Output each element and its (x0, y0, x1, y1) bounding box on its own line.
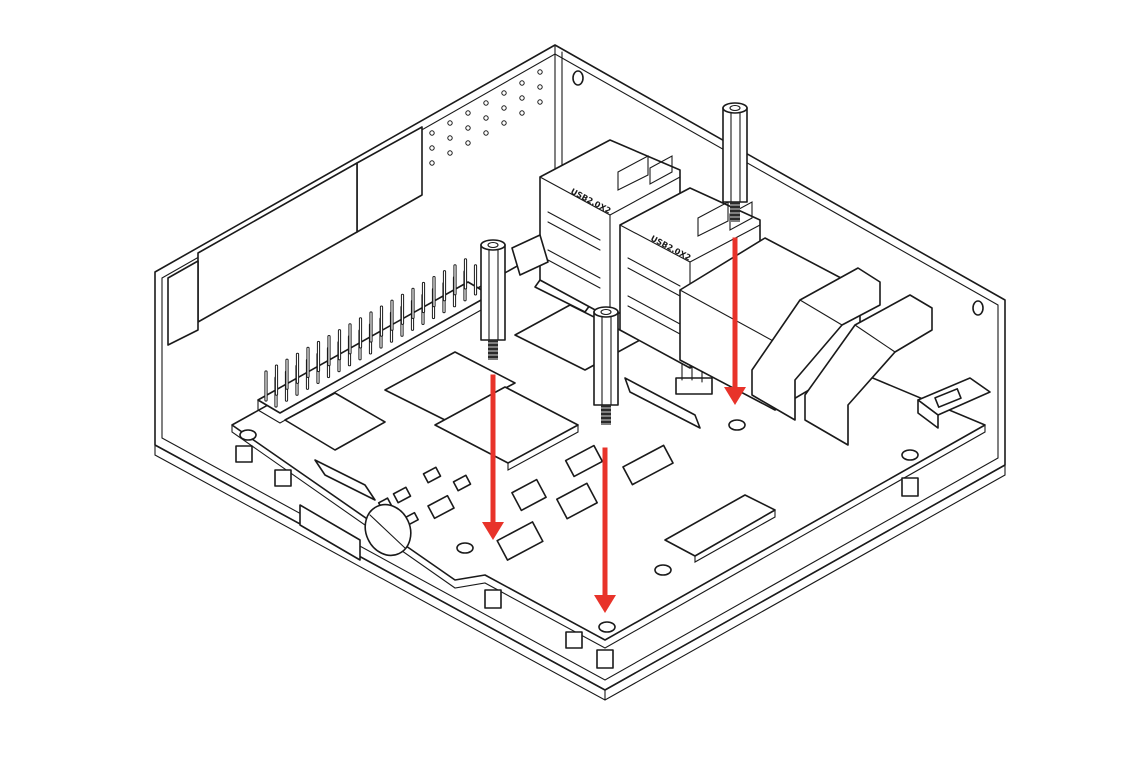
board-hole-icon (456, 542, 474, 554)
board-holes (239, 419, 919, 633)
arrow-down-icon (594, 447, 616, 613)
arrows (482, 237, 746, 613)
standoffs (480, 102, 748, 425)
board-feet (235, 445, 919, 669)
standoff-icon (480, 239, 506, 360)
board-hole-icon (728, 419, 746, 431)
board-foot (484, 589, 502, 609)
hdmi-port-2 (804, 294, 933, 446)
standoff-icon (593, 306, 619, 425)
arrow-down-icon (482, 374, 504, 540)
usb-c-connector (917, 377, 991, 429)
chip-soc (384, 351, 516, 421)
slot-connector (624, 377, 701, 429)
slot-connector (314, 459, 376, 501)
side-cutout (167, 260, 199, 346)
fan-connector (511, 234, 549, 276)
circuit-board (231, 244, 991, 669)
board-foot (565, 631, 583, 649)
arrow-down-icon (724, 237, 746, 405)
standoff-icon (722, 102, 748, 222)
board-foot (596, 649, 614, 669)
board-hole-icon (901, 449, 919, 461)
board-foot (235, 445, 253, 463)
chip-ram-edge (507, 424, 579, 471)
board-hole-icon (654, 564, 672, 576)
mount-hole-icon (972, 300, 984, 316)
power-jack (299, 503, 412, 561)
chip-emmc (284, 392, 386, 451)
mount-hole-icon (572, 70, 584, 86)
board-hole-icon (239, 429, 257, 441)
enclosure-base-bottom (154, 444, 1006, 701)
hdmi-port-1 (751, 267, 881, 421)
board-hole-icon (598, 621, 616, 633)
small-components (377, 444, 674, 561)
vent-holes (429, 69, 543, 166)
chip-strip-edge (694, 509, 776, 563)
gpio-header (257, 258, 491, 424)
board-foot (901, 477, 919, 497)
board-foot (274, 469, 292, 487)
board-edge (231, 424, 986, 649)
